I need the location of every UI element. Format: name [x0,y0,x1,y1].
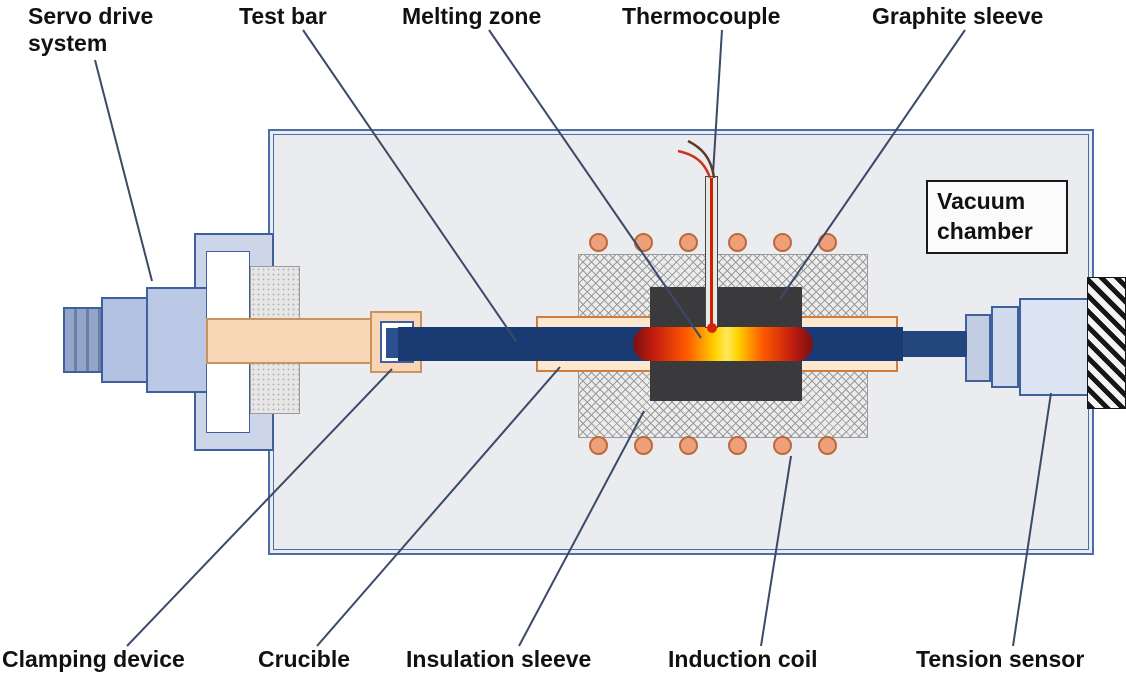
label-clamping-device: Clamping device [2,646,185,672]
servo-gearbox-block [146,287,208,393]
label-melting-zone: Melting zone [402,3,542,29]
induction-coil-turn [818,436,837,455]
induction-coil-turn [728,436,747,455]
induction-coil-turn [634,436,653,455]
label-tension-sensor: Tension sensor [916,646,1085,672]
thermocouple-core-wire [710,178,713,326]
leader-line-servo-drive [94,59,153,282]
induction-coil-turn [634,233,653,252]
induction-coil-turn [818,233,837,252]
fixed-wall-hatched-mount [1087,277,1126,409]
tension-sensor-coupler [965,314,991,382]
label-graphite-sleeve: Graphite sleeve [872,3,1044,29]
vacuum-chamber-label: Vacuum chamber [937,188,1033,244]
induction-coil-turn [679,436,698,455]
servo-motor-end-cap [63,307,103,373]
tension-sensor-body [1019,298,1089,396]
vacuum-chamber-label-box: Vacuum chamber [926,180,1068,254]
label-thermocouple: Thermocouple [622,3,781,29]
label-servo-drive-system: Servo drive system [28,3,154,56]
label-crucible: Crucible [258,646,351,672]
thermocouple-tip [707,323,717,333]
melting-zone-gradient [633,327,813,361]
label-test-bar: Test bar [239,3,327,29]
induction-coil-turn [773,436,792,455]
label-induction-coil: Induction coil [668,646,818,672]
drive-shaft [206,318,376,364]
induction-coil-turn [589,233,608,252]
induction-coil-turn [728,233,747,252]
test-bar-rod-right-end [903,331,967,357]
induction-coil-turn [589,436,608,455]
tension-sensor-flange [991,306,1019,388]
induction-coil-turn [773,233,792,252]
servo-motor-block [101,297,148,383]
label-insulation-sleeve: Insulation sleeve [406,646,592,672]
induction-coil-turn [679,233,698,252]
